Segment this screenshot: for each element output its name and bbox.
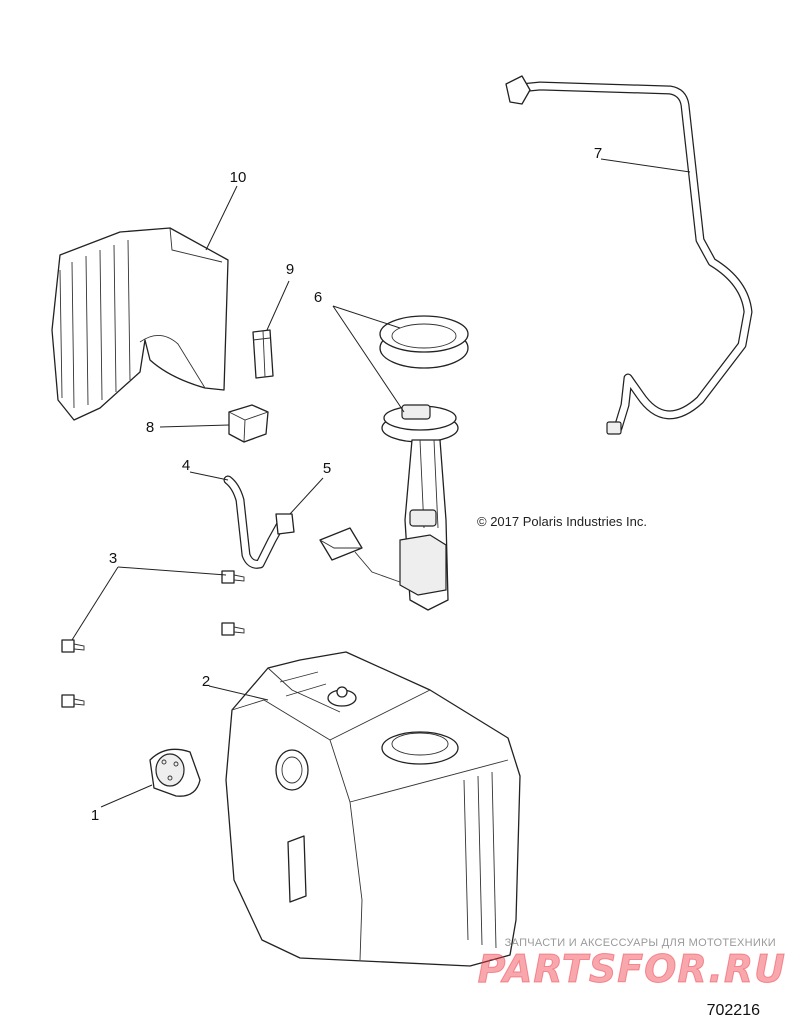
callout-3: 3: [109, 550, 117, 567]
vent-hose: [505, 75, 753, 435]
rubber-block: [228, 404, 269, 443]
leader-lines: [71, 158, 691, 808]
watermark: ЗАПЧАСТИ И АКСЕССУАРЫ ДЛЯ МОТОТЕХНИКИ PA…: [477, 937, 786, 992]
wire-harness: [223, 475, 295, 569]
copyright-text: © 2017 Polaris Industries Inc.: [477, 514, 647, 529]
fuel-pump-assembly: [319, 315, 469, 611]
diagram-id: 702216: [707, 1002, 760, 1019]
fuel-tank: [225, 651, 521, 967]
callout-6: 6: [314, 289, 322, 306]
callout-4: 4: [182, 457, 190, 474]
watermark-logo: PARTSFOR.RU: [478, 947, 786, 991]
callout-5: 5: [323, 460, 331, 477]
harness-connector: [275, 513, 295, 535]
heat-shield: [51, 227, 229, 421]
callout-10: 10: [230, 169, 247, 186]
callout-9: 9: [286, 261, 294, 278]
bolts: [61, 570, 245, 708]
callout-1: 1: [91, 807, 99, 824]
callout-2: 2: [202, 673, 210, 690]
watermark-tagline: ЗАПЧАСТИ И АКСЕССУАРЫ ДЛЯ МОТОТЕХНИКИ: [505, 937, 776, 949]
callout-8: 8: [146, 419, 154, 436]
foam-pad: [252, 329, 274, 379]
callout-7: 7: [594, 145, 602, 162]
callout-labels: 1 2 3 4 5 6 7 8 9 10: [91, 145, 602, 824]
fuel-cap: [149, 748, 201, 797]
